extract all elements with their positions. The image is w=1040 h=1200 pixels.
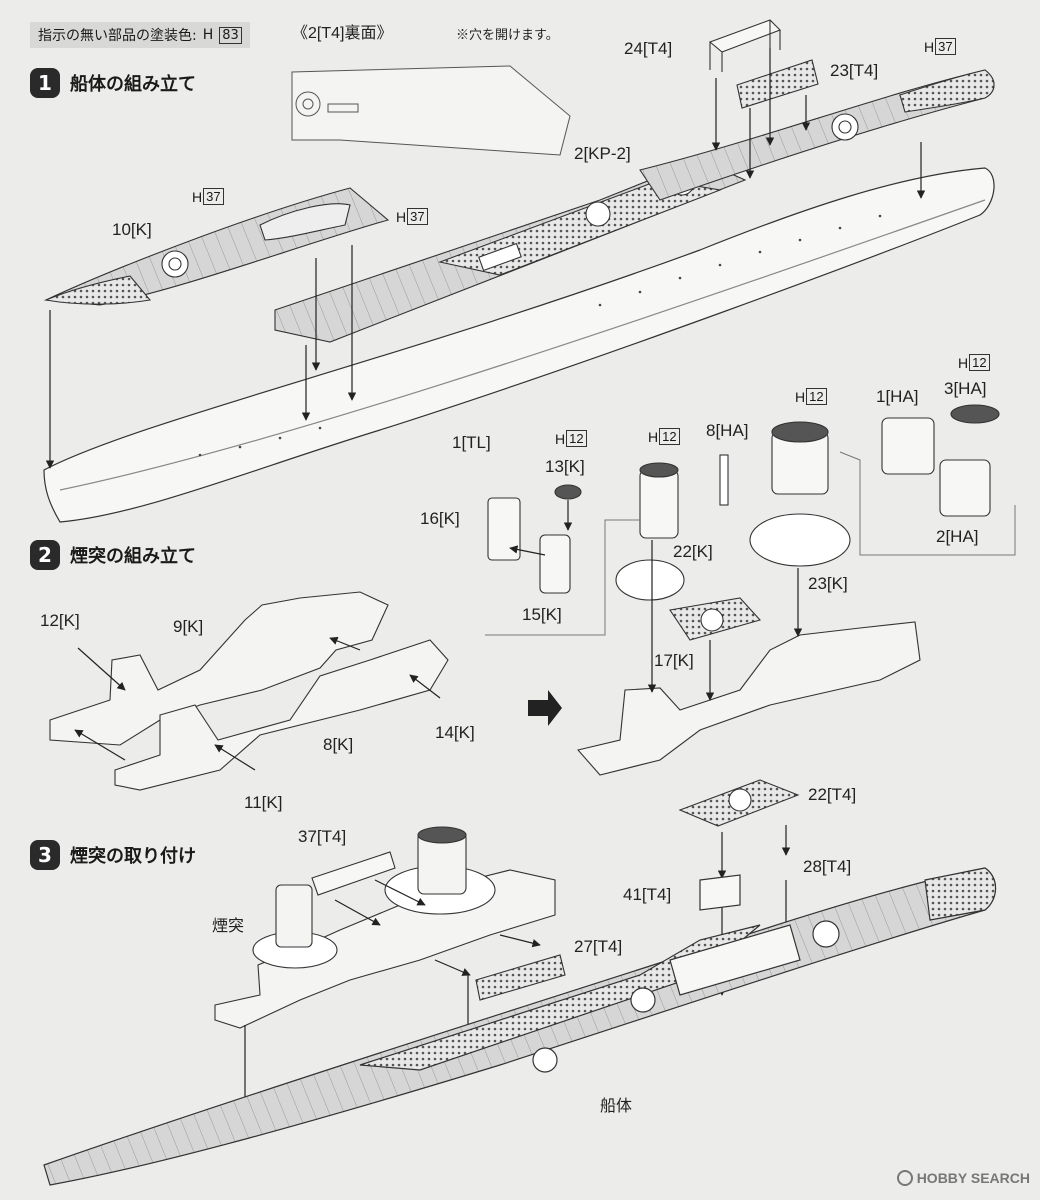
step-2: 2 煙突の組み立て xyxy=(30,540,196,570)
hull-label: 船体 xyxy=(600,1096,633,1115)
hole-note: ※穴を開けます。 xyxy=(456,27,559,42)
step3-funnel-assembly xyxy=(214,826,556,1029)
part-label: 16[K] xyxy=(420,509,460,528)
paint-code-letter: H xyxy=(202,27,214,43)
step3-hull xyxy=(43,867,997,1186)
reverse-side-label: 《2[T4]裏面》 xyxy=(292,25,393,42)
funnel-label: 煙突 xyxy=(212,916,245,935)
part-label: 8[HA] xyxy=(706,421,749,440)
deck-part-10 xyxy=(43,187,390,306)
step-3: 3 煙突の取り付け xyxy=(30,840,196,870)
part-label: 1[TL] xyxy=(452,433,491,452)
part-label: 23[K] xyxy=(808,574,848,593)
part-label: 11[K] xyxy=(244,793,283,812)
part-22t4 xyxy=(678,779,800,827)
step-1-number: 1 xyxy=(30,68,60,98)
part-label: 41[T4] xyxy=(623,885,672,904)
part-label: 1[HA] xyxy=(876,387,919,406)
paint-instruction-label: 指示の無い部品の塗装色: xyxy=(38,28,197,44)
reverse-part-outline xyxy=(291,65,571,156)
part-label: 3[HA] xyxy=(944,379,987,398)
funnel-part-12 xyxy=(615,462,685,601)
part-label: 14[K] xyxy=(435,723,475,742)
part-24 xyxy=(708,19,781,72)
step-1-title: 船体の組み立て xyxy=(70,74,196,95)
funnel-frame-8 xyxy=(114,639,449,791)
step-3-number: 3 xyxy=(30,840,60,870)
assembled-funnel-frame xyxy=(576,597,921,776)
part-label: 12[K] xyxy=(40,611,80,630)
funnel-part-16 xyxy=(487,484,582,594)
paint-code-number: 83 xyxy=(219,26,242,44)
part-label: 15[K] xyxy=(522,605,562,624)
part-label: 22[K] xyxy=(673,542,713,561)
watermark: HOBBY SEARCH xyxy=(896,1170,1030,1186)
part-23t4 xyxy=(736,59,819,109)
part-label: 8[K] xyxy=(323,735,354,754)
hull-step1 xyxy=(43,167,995,523)
part-label: 17[K] xyxy=(654,651,694,670)
part-label: 28[T4] xyxy=(803,857,852,876)
part-37 xyxy=(311,851,396,896)
part-label: 10[K] xyxy=(112,220,152,239)
watermark-logo-icon xyxy=(896,1170,913,1186)
part-label: 27[T4] xyxy=(574,937,623,956)
deck-part-2kp xyxy=(639,69,995,201)
part-label: 23[T4] xyxy=(830,61,879,80)
part-27 xyxy=(475,954,566,1001)
part-label: 37[T4] xyxy=(298,827,347,846)
part-label: 2[HA] xyxy=(936,527,979,546)
next-arrow-icon xyxy=(528,690,562,726)
step-3-title: 煙突の取り付け xyxy=(70,846,196,867)
part-label: 13[K] xyxy=(545,457,585,476)
part-label: 24[T4] xyxy=(624,39,673,58)
watermark-text: HOBBY SEARCH xyxy=(916,1170,1030,1186)
funnel-part-1ha xyxy=(881,404,1000,517)
funnel-part-8ha xyxy=(719,421,851,567)
part-label: 2[KP-2] xyxy=(574,144,631,163)
step-1: 1 船体の組み立て xyxy=(30,68,196,98)
step-2-number: 2 xyxy=(30,540,60,570)
paint-instruction-header: 指示の無い部品の塗装色: H 83 xyxy=(30,22,250,48)
step-2-title: 煙突の組み立て xyxy=(70,546,196,567)
part-label: 9[K] xyxy=(173,617,204,636)
part-label: 22[T4] xyxy=(808,785,857,804)
